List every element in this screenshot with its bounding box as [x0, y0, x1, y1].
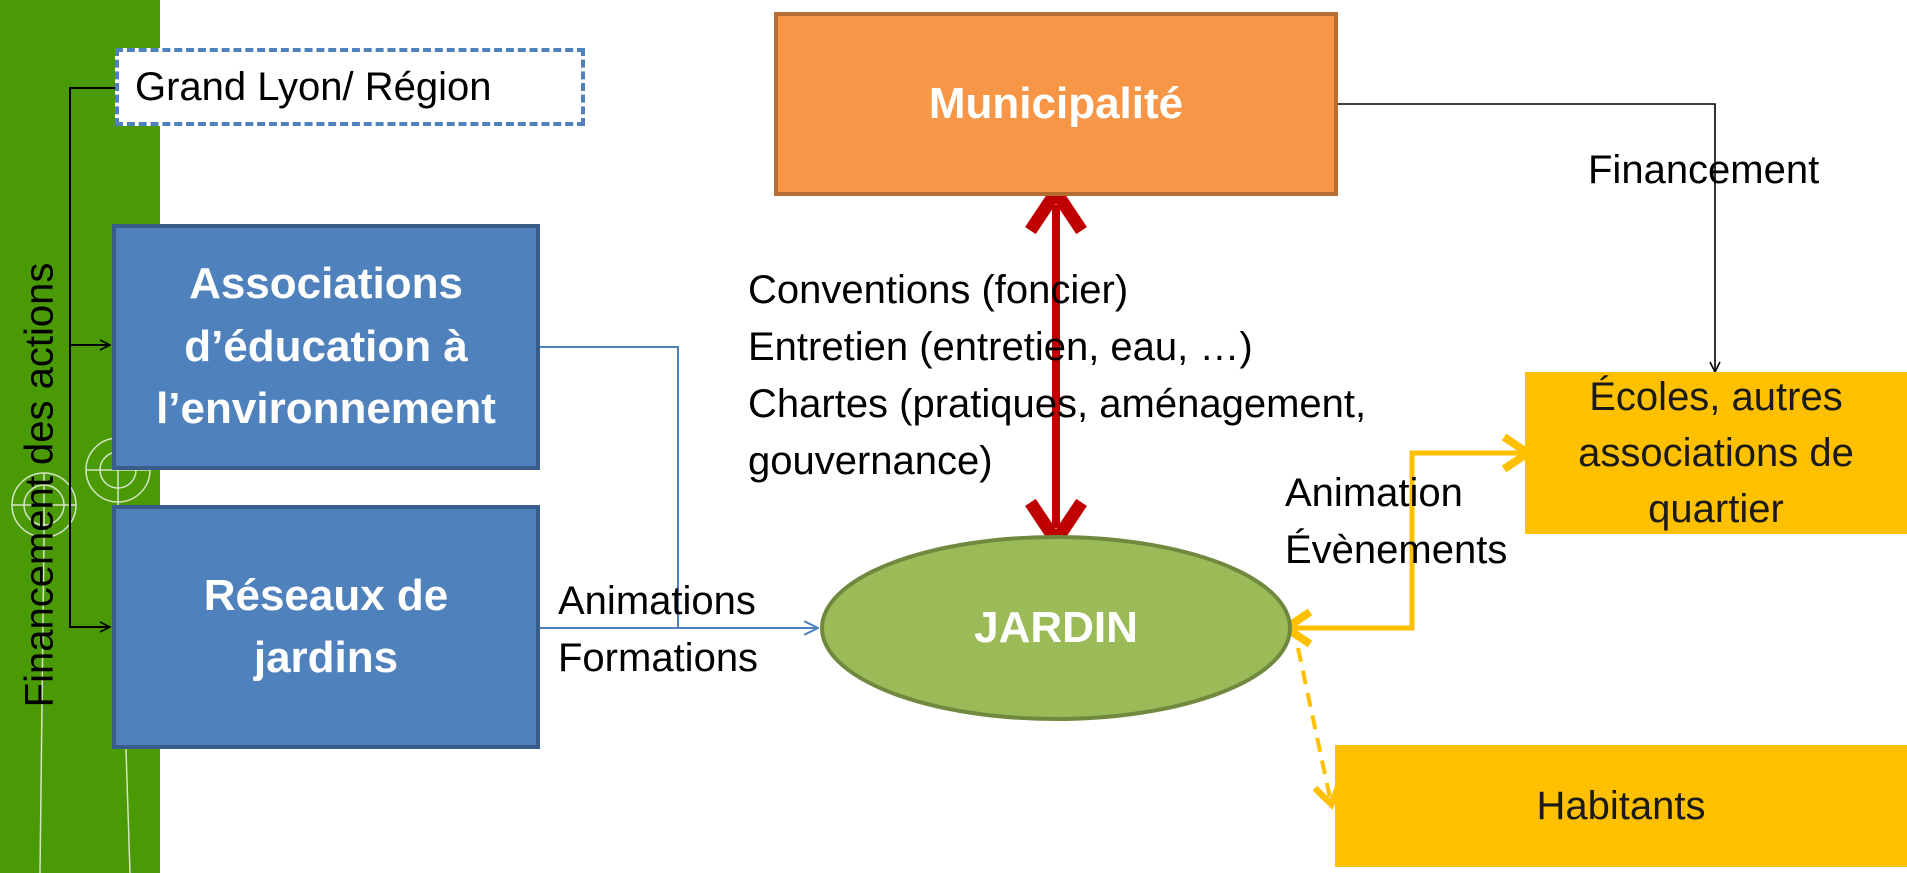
conventions-line-3: Chartes (pratiques, aménagement,	[748, 382, 1367, 426]
jardin-habitants-connector	[1296, 647, 1343, 810]
associations-label-line-3: l’environnement	[156, 384, 496, 434]
habitants-label: Habitants	[1536, 784, 1706, 828]
animation-evenements-label: Animation Évènements	[1285, 465, 1507, 579]
conventions-line-1: Conventions (foncier)	[748, 268, 1129, 312]
ecoles-box: Écoles, autres associations de quartier	[1525, 372, 1907, 534]
municipalite-box: Municipalité	[774, 12, 1338, 196]
grand-lyon-region-label: Grand Lyon/ Région	[135, 64, 492, 109]
associations-to-jardin-connector	[540, 346, 818, 628]
reseaux-label-line-2: jardins	[253, 633, 399, 682]
associations-label-line-2: d’éducation à	[184, 321, 468, 371]
side-label-financement-actions: Financement des actions	[17, 262, 62, 708]
jardin-ellipse	[820, 535, 1292, 721]
jardin-label: JARDIN	[974, 603, 1138, 652]
conventions-label-block: Conventions (foncier) Entretien (entreti…	[748, 262, 1366, 490]
evenements-line: Évènements	[1285, 528, 1508, 572]
formations-line: Formations	[558, 636, 759, 680]
conventions-line-4: gouvernance)	[748, 439, 993, 483]
municipalite-label: Municipalité	[928, 79, 1184, 128]
conventions-line-2: Entretien (entretien, eau, …)	[748, 325, 1253, 369]
ecoles-label-line-2: associations de	[1578, 431, 1854, 475]
jardin-label-wrapper: JARDIN	[822, 537, 1290, 719]
animation-line: Animation	[1285, 471, 1463, 515]
animations-formations-label: Animations Formations	[558, 573, 758, 687]
reseaux-box: Réseaux de jardins	[112, 505, 540, 749]
ecoles-label-line-1: Écoles, autres	[1589, 375, 1843, 419]
financing-bracket	[69, 87, 115, 627]
associations-box: Associations d’éducation à l’environneme…	[112, 224, 540, 470]
associations-label-line-1: Associations	[189, 259, 463, 309]
financement-label: Financement	[1588, 148, 1820, 192]
animations-line: Animations	[558, 579, 756, 623]
habitants-box: Habitants	[1335, 745, 1907, 867]
ecoles-label-line-3: quartier	[1648, 487, 1784, 531]
grand-lyon-region-box: Grand Lyon/ Région	[115, 48, 585, 126]
financement-connector	[1338, 103, 1715, 372]
reseaux-label-line-1: Réseaux de	[203, 570, 449, 620]
jardin-ecoles-connector	[1278, 433, 1536, 648]
